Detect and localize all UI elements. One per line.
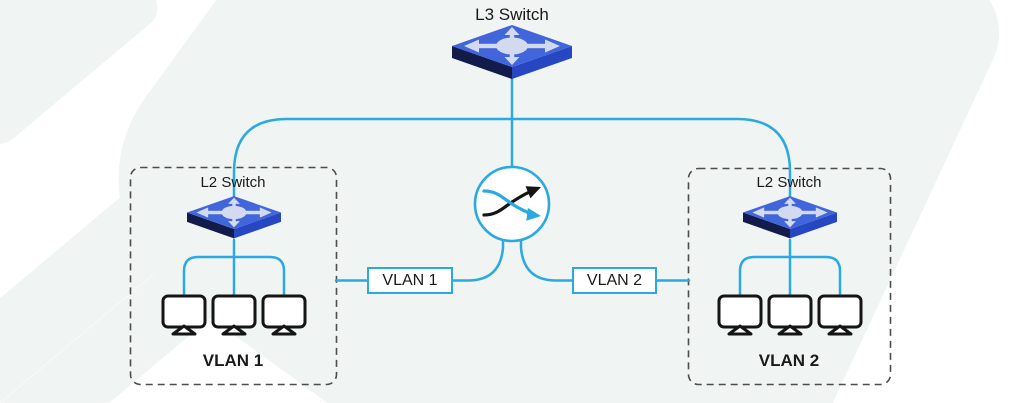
l3-to-l2-distribution-link xyxy=(232,117,792,214)
router-node xyxy=(473,165,551,243)
l3-switch-label: L3 Switch xyxy=(475,5,549,24)
l2-switch-label-left: L2 Switch xyxy=(200,174,266,191)
vlan1-link-box: VLAN 1 xyxy=(367,267,453,294)
vlan2-group-caption: VLAN 2 xyxy=(758,351,820,370)
l2-right-bracket-link xyxy=(738,255,842,300)
crossover-arrows-icon xyxy=(482,186,541,221)
vlan2-to-router-link xyxy=(519,238,574,282)
l2-switch-icon-left xyxy=(187,196,281,239)
vlan2-link-box: VLAN 2 xyxy=(572,267,657,294)
vlan1-group-box xyxy=(129,166,338,386)
l2-switch-label-right: L2 Switch xyxy=(756,174,822,191)
vlan1-to-router-link xyxy=(451,238,505,282)
l2-left-bracket-link xyxy=(182,255,286,300)
workstation-icon xyxy=(817,294,863,336)
vlan1-group-caption: VLAN 1 xyxy=(202,351,264,370)
workstation-icon xyxy=(767,294,813,336)
workstation-icon xyxy=(717,294,763,336)
l2-switch-icon-right xyxy=(743,196,837,239)
workstation-icon xyxy=(161,294,207,336)
l3-switch-icon xyxy=(452,25,572,79)
workstation-icon xyxy=(261,294,307,336)
workstation-icon xyxy=(211,294,257,336)
